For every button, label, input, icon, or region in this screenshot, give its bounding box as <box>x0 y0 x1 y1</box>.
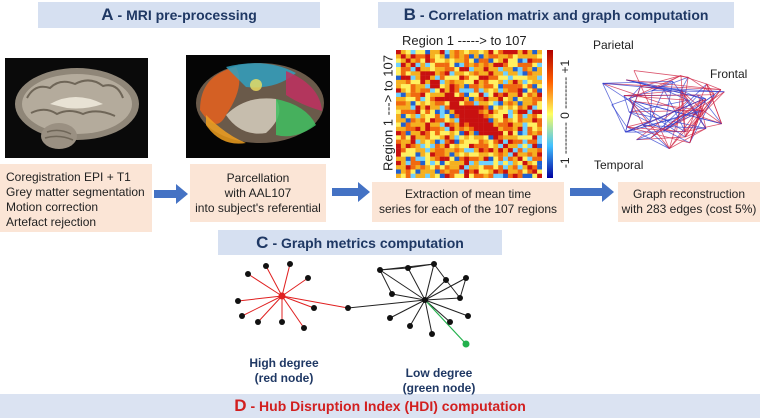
label-temporal: Temporal <box>594 158 644 172</box>
section-a-title: - MRI pre-processing <box>117 7 257 23</box>
section-c-title: - Graph metrics computation <box>272 234 464 251</box>
section-c-letter: C <box>256 232 269 252</box>
matrix-colorbar <box>547 50 553 178</box>
step-artefact-rejection: Artefact rejection <box>6 215 97 229</box>
extraction-line-2: series for each of the 107 regions <box>378 202 558 216</box>
extraction-box: Extraction of mean time series for each … <box>372 182 564 222</box>
reconstruction-line-1: Graph reconstruction <box>632 187 746 201</box>
section-d-title: - Hub Disruption Index (HDI) computation <box>250 398 526 414</box>
preprocessing-steps-box: Coregistration EPI + T1 Grey matter segm… <box>0 164 152 232</box>
parcellation-image <box>186 55 330 158</box>
low-degree-line-1: Low degree <box>405 366 473 380</box>
reconstruction-box: Graph reconstruction with 283 edges (cos… <box>618 182 760 222</box>
extraction-line-1: Extraction of mean time <box>404 187 532 201</box>
high-degree-label: High degree (red node) <box>234 356 334 386</box>
section-a-banner: A - MRI pre-processing <box>38 2 320 28</box>
arrow-2 <box>332 182 370 202</box>
section-a-letter: A <box>101 5 114 24</box>
step-segmentation: Grey matter segmentation <box>6 185 145 199</box>
section-d-letter: D <box>234 396 247 415</box>
section-b-letter: B <box>403 5 416 24</box>
reconstruction-line-2: with 283 edges (cost 5%) <box>621 202 757 216</box>
high-degree-line-1: High degree <box>249 356 319 370</box>
step-motion-correction: Motion correction <box>6 200 99 214</box>
matrix-side-label: Region 1 ---> to 107 <box>380 55 396 171</box>
matrix-top-label: Region 1 -----> to 107 <box>402 33 527 48</box>
brain-slice-image <box>5 58 148 158</box>
section-d-banner: D - Hub Disruption Index (HDI) computati… <box>0 394 760 418</box>
parcellation-line-2: with AAL107 <box>224 185 292 200</box>
correlation-matrix <box>396 50 542 178</box>
matrix-scale-label: -1 -------- 0 -------- +1 <box>558 59 572 169</box>
section-b-title: - Correlation matrix and graph computati… <box>419 7 709 23</box>
section-c-banner: C - Graph metrics computation <box>218 230 502 255</box>
arrow-1 <box>154 184 188 204</box>
parcellation-line-1: Parcellation <box>226 170 290 185</box>
network-graph <box>235 261 471 348</box>
parcellation-box: Parcellation with AAL107 into subject's … <box>190 164 326 222</box>
arrow-3 <box>570 182 614 202</box>
high-degree-line-2: (red node) <box>254 371 314 385</box>
label-parietal: Parietal <box>593 38 634 52</box>
label-frontal: Frontal <box>710 67 748 81</box>
low-degree-line-2: (green node) <box>402 381 476 395</box>
step-coregistration: Coregistration EPI + T1 <box>6 170 131 184</box>
brain-graph <box>602 70 725 149</box>
section-b-banner: B - Correlation matrix and graph computa… <box>378 2 734 28</box>
low-degree-label: Low degree (green node) <box>384 366 494 396</box>
parcellation-line-3: into subject's referential <box>195 200 321 215</box>
